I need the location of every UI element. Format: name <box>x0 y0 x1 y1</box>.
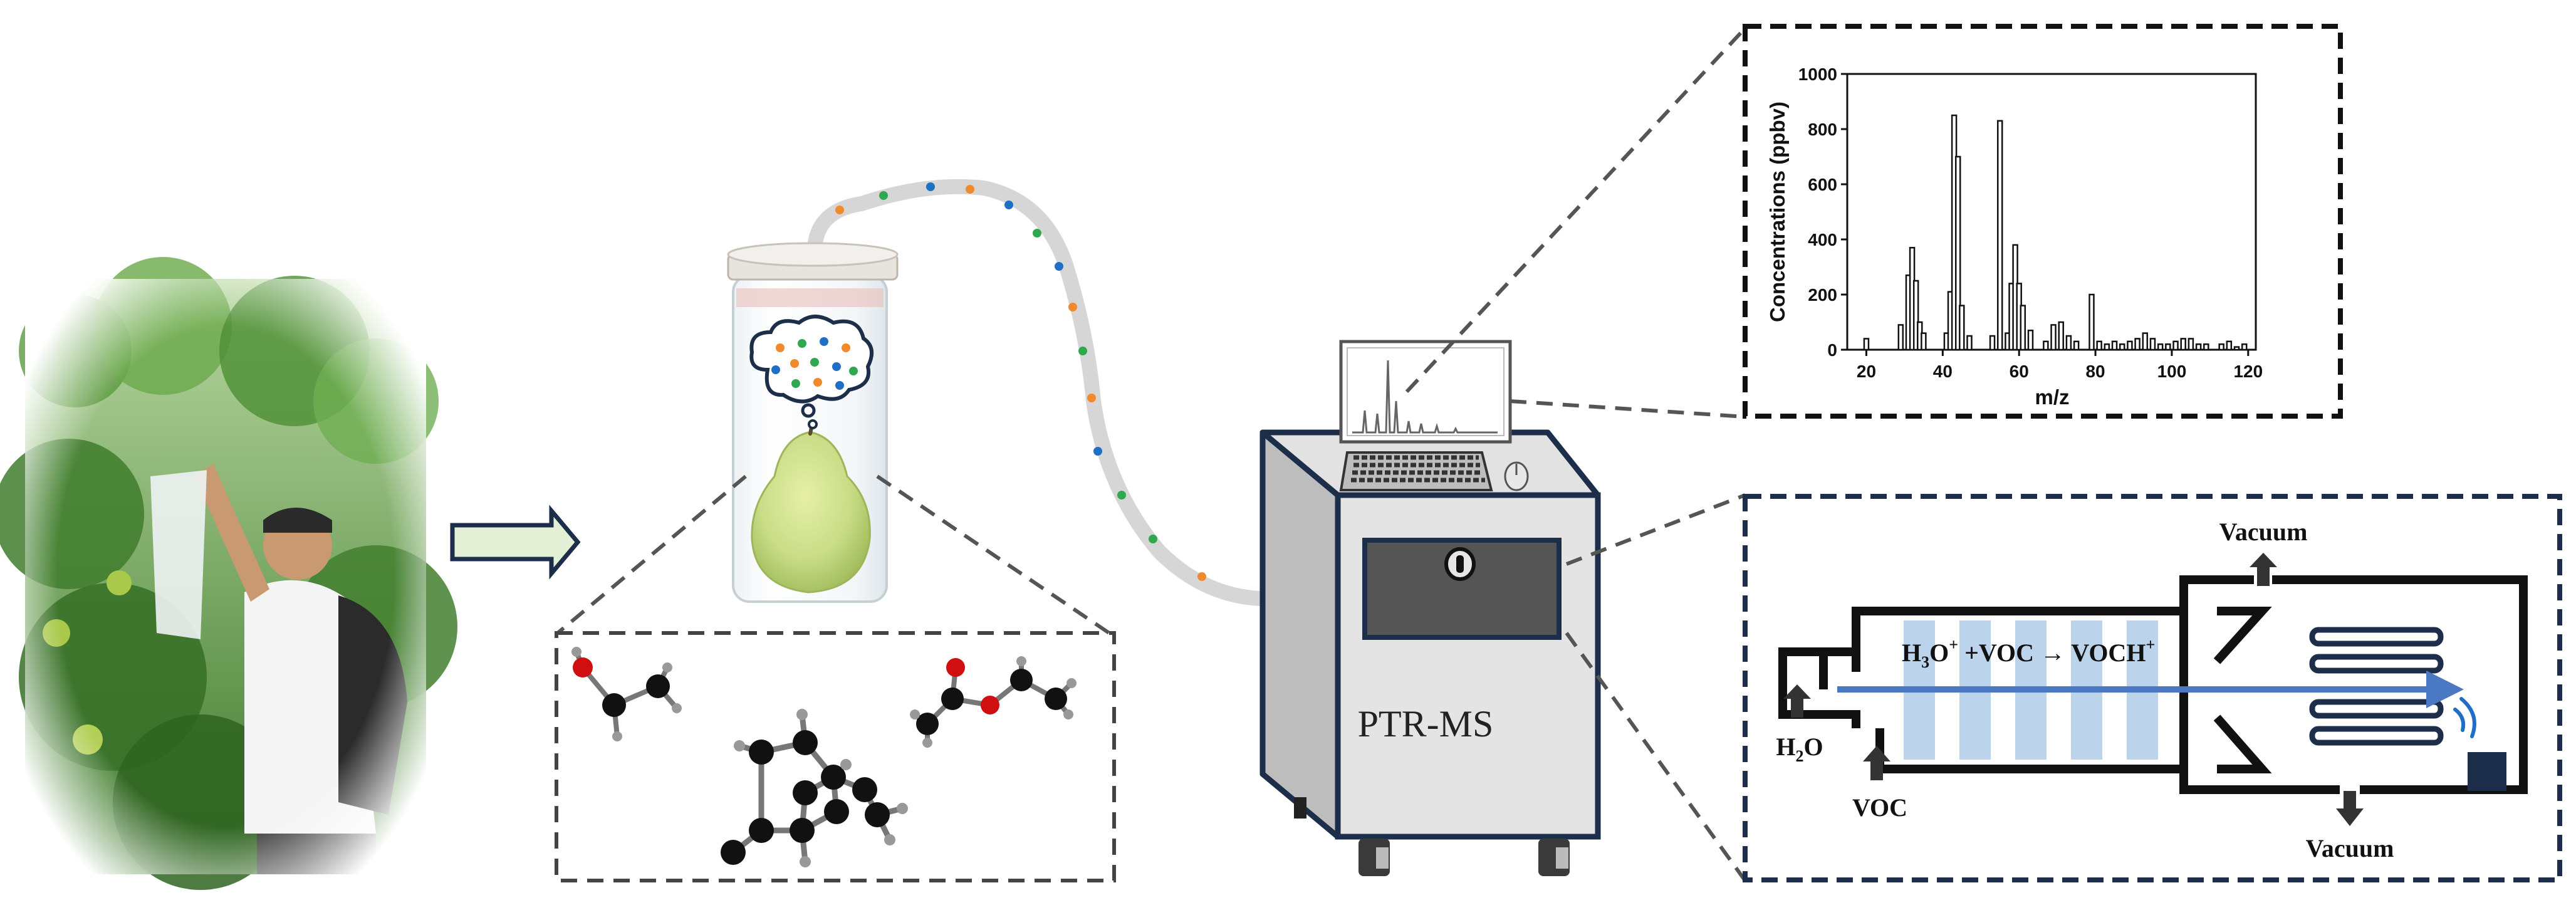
vacuum-top-label: Vacuum <box>2219 518 2308 546</box>
x-tick-label: 40 <box>1933 362 1953 381</box>
spectrum-bar <box>2157 343 2164 351</box>
y-tick-label: 400 <box>1808 230 1837 249</box>
spectrum-bar <box>1996 120 2003 351</box>
molecule-ethanol <box>571 647 682 741</box>
spectrum-bar <box>2088 293 2095 351</box>
y-tick-label: 200 <box>1808 285 1837 305</box>
spectrum-bar <box>2226 340 2233 351</box>
reaction-sup2: + <box>2146 636 2155 654</box>
schematic-zoom-lines <box>1565 493 1747 882</box>
signal-icon <box>2453 697 2476 738</box>
spectrum-bar <box>1954 155 1961 351</box>
spectrum-bar <box>2165 343 2171 351</box>
spectrum-bar <box>2027 329 2034 351</box>
water-h: H <box>1776 733 1795 761</box>
spectrum-bar <box>2020 305 2026 351</box>
spectrum-bar <box>2073 340 2080 351</box>
reaction-h: H <box>1902 639 1921 667</box>
schematic-panel <box>1743 494 2562 882</box>
x-axis-ticks: 20 40 60 80 100 120 <box>1857 350 2263 381</box>
vacuum-bottom-arrow <box>2336 791 2364 826</box>
spectrum-bar <box>2065 335 2072 351</box>
y-axis-label: Concentrations (ppbv) <box>1766 102 1789 322</box>
ptr-ms-schematic: Vacuum Vacuum VOC H2O H3O+ +VOC → VOCH+ <box>1776 518 2528 862</box>
keyboard-icon <box>1339 451 1493 491</box>
reaction-sup1: + <box>1949 636 1958 654</box>
vacuum-bottom-label: Vacuum <box>2306 834 2394 862</box>
spectrum-bar <box>1897 324 1904 351</box>
tube-voc-dots <box>835 182 1206 581</box>
vacuum-top-arrow <box>2250 553 2277 586</box>
sampling-tube <box>807 179 1267 606</box>
spectrum-bar <box>2172 340 2179 351</box>
spectrum-bar <box>1989 335 1996 351</box>
reaction-o: O <box>1929 639 1949 667</box>
y-axis-ticks: 0 200 400 600 800 1000 <box>1798 65 1847 360</box>
spectrum-bar <box>2218 343 2224 351</box>
spectrum-bar <box>2241 343 2248 351</box>
spectrum-bar <box>2119 343 2125 351</box>
water-o: O <box>1804 733 1823 761</box>
water-inlet-arrow <box>1783 684 1811 718</box>
spectrum-bar <box>2134 338 2141 351</box>
x-tick-label: 100 <box>2157 362 2187 381</box>
molecule-terpene <box>721 709 908 867</box>
molecule-panel <box>555 631 1116 882</box>
voc-inlet-label: VOC <box>1852 793 1907 822</box>
process-arrow <box>450 505 581 580</box>
spectrum-bar <box>1921 332 1927 351</box>
field-photo <box>0 257 457 890</box>
spectrum-bar <box>2203 343 2209 351</box>
pear-icon <box>751 431 871 594</box>
spectrum-bar <box>2096 340 2102 351</box>
spectrum-bar <box>2233 346 2240 351</box>
ptr-ms-instrument: PTR-MS <box>1259 340 1601 876</box>
reaction-mid: +VOC → VOCH <box>1958 639 2146 667</box>
voc-inlet-arrow <box>1863 746 1890 780</box>
x-axis-label: m/z <box>2035 385 2069 409</box>
y-tick-label: 800 <box>1808 120 1837 139</box>
molecule-zoom-lines <box>556 474 1110 635</box>
monitor <box>1339 340 1512 444</box>
spectrum-bar <box>2195 343 2202 351</box>
spectrum-bar <box>1863 338 1870 351</box>
spectrum-bar <box>2058 321 2064 351</box>
y-tick-label: 600 <box>1808 175 1837 194</box>
y-tick-label: 1000 <box>1798 65 1837 84</box>
x-tick-label: 80 <box>2085 362 2105 381</box>
spectrum-panel <box>1743 24 2343 419</box>
spectrum-bar <box>1959 305 1965 351</box>
y-tick-label: 0 <box>1827 340 1837 360</box>
x-tick-label: 20 <box>1857 362 1876 381</box>
instrument-label: PTR-MS <box>1358 703 1494 745</box>
spectrum-bar <box>1912 280 1919 351</box>
mouse-icon <box>1504 461 1529 491</box>
spectrum-bar <box>2104 343 2110 351</box>
spectrum-bar <box>2111 340 2118 351</box>
instrument-wheels <box>1294 797 1570 876</box>
spectrum-bar <box>2149 338 2156 351</box>
water-label: H2O <box>1776 733 1823 765</box>
spectrum-zoom-lines <box>1405 26 1747 419</box>
spectrum-bar <box>2043 340 2049 351</box>
spectrum-bar <box>1966 335 1973 351</box>
spectrum-bar <box>2180 338 2186 351</box>
spectrum-bars <box>1863 114 2248 351</box>
reaction-label: H3O+ +VOC → VOCH+ <box>1902 636 2155 671</box>
spectrum-bar <box>2127 340 2133 351</box>
detector-icon <box>2468 752 2506 791</box>
reaction-sub3: 3 <box>1921 653 1929 671</box>
water-subscript: 2 <box>1796 747 1804 765</box>
x-tick-label: 120 <box>2233 362 2263 381</box>
spectrum-bar <box>2188 338 2194 351</box>
spectrum-bar <box>2142 332 2149 351</box>
molecule-ethyl-acetate <box>910 656 1077 748</box>
voc-thought-cloud <box>749 315 874 429</box>
spectrum-bar <box>2050 324 2057 351</box>
spectrum-chart: 0 200 400 600 800 1000 20 40 60 80 100 120 Concent… <box>1766 65 2263 409</box>
x-tick-label: 60 <box>2010 362 2029 381</box>
ion-lenses <box>2309 627 2444 746</box>
